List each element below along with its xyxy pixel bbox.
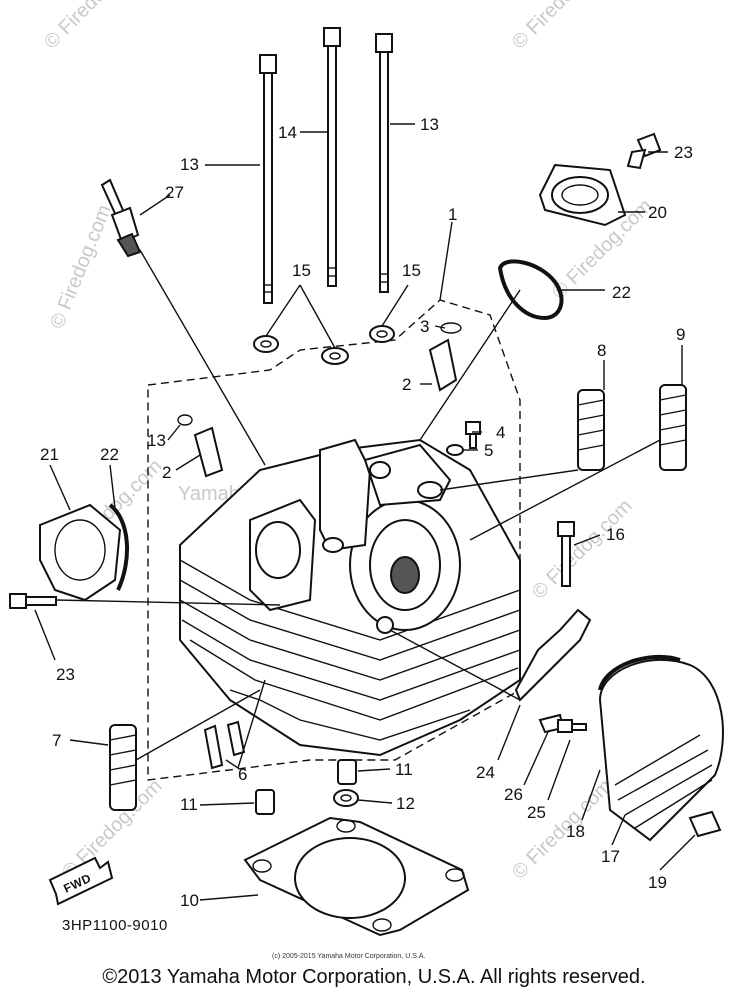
callout-5: 5 [484,441,493,460]
callout-22: 22 [612,283,631,302]
watermark-brand: © Firedog.com [508,775,617,884]
callout-13: 13 [180,155,199,174]
studs [203,720,246,770]
bolt-16 [557,521,575,587]
forward-arrow: FWD [48,856,114,906]
callout-19: 19 [648,873,667,892]
callout-1: 1 [448,205,457,224]
callout-16: 16 [606,525,625,544]
watermark-brand: © Firedog.com [508,0,617,54]
leader-lines [34,123,696,901]
watermark-brand: © Firedog.com [46,202,116,332]
callout-24: 24 [476,763,495,782]
callout-13: 13 [420,115,439,134]
o-ring [497,259,564,321]
watermark-brand: © Firedog.com [40,0,149,54]
callout-17: 17 [601,847,620,866]
guide-plate [514,608,592,734]
head-gasket [243,816,470,937]
callout-13: 13 [147,431,166,450]
callout-11: 11 [180,795,198,814]
callout-25: 25 [527,803,546,822]
washers [253,325,395,365]
callout-23: 23 [674,143,693,162]
tappet-cover-left [9,503,129,609]
callout-23: 23 [56,665,75,684]
callout-11: 11 [395,760,413,779]
callout-labels: 1 2 2 3 13 4 5 6 7 8 9 10 11 11 12 13 13… [40,115,693,910]
callout-27: 27 [165,183,184,202]
callout-20: 20 [648,203,667,222]
intake-joint [538,132,662,227]
copyright-notice: ©2013 Yamaha Motor Corporation, U.S.A. A… [102,966,646,988]
callout-8: 8 [597,341,606,360]
assembly-boundary [147,299,521,781]
callout-6: 6 [238,765,247,784]
callout-7: 7 [52,731,61,750]
callout-26: 26 [504,785,523,804]
callout-4: 4 [496,423,505,442]
callout-12: 12 [396,794,415,813]
small-bolt-4-5 [446,421,481,456]
springs [109,384,687,811]
callout-10: 10 [180,891,199,910]
callout-2: 2 [162,463,171,482]
callout-3: 3 [420,317,429,336]
cylinder-head [179,438,521,757]
spark-plug [100,178,142,258]
dowels-11-12 [255,759,359,815]
side-cover [598,654,724,842]
watermark-brand: © Firedog.com [528,495,637,604]
callout-15: 15 [292,261,311,280]
callout-15: 15 [402,261,421,280]
callout-22: 22 [100,445,119,464]
callout-14: 14 [278,123,297,142]
callout-21: 21 [40,445,59,464]
callout-9: 9 [676,325,685,344]
head-bolts [259,27,393,304]
small-credit: (c) 2005-2015 Yamaha Motor Corporation, … [272,953,425,960]
diagram-code: 3HP1100-9010 [62,917,168,934]
callout-18: 18 [566,822,585,841]
dowels [177,322,462,478]
callout-2: 2 [402,375,411,394]
